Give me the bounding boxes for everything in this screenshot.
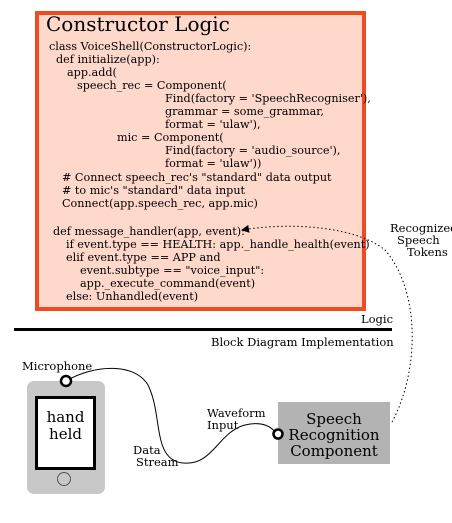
code-line: mic = Component( — [117, 131, 224, 144]
handheld-screen: hand held — [35, 396, 96, 470]
microphone-icon — [59, 374, 73, 388]
constructor-logic-box — [35, 11, 366, 311]
recognized-tokens-label-line3: Tokens — [407, 245, 448, 259]
component-label-line1: Speech — [306, 410, 362, 428]
microphone-label: Microphone — [22, 359, 93, 373]
code-line: app.add( — [67, 66, 117, 79]
home-button-icon — [57, 472, 71, 486]
code-line: format = 'ulaw'), — [165, 118, 261, 131]
section-divider — [14, 328, 392, 331]
code-line: Connect(app.speech_rec, app.mic) — [62, 197, 258, 210]
code-line: # Connect speech_rec's "standard" data o… — [62, 171, 332, 184]
code-line: class VoiceShell(ConstructorLogic): — [49, 40, 252, 53]
component-label-line2: Recognition — [288, 426, 380, 444]
recognized-tokens-label-line2: Speech — [397, 233, 440, 247]
handheld-label-line1: hand — [46, 408, 85, 426]
code-line: Find(factory = 'audio_source'), — [165, 144, 341, 157]
code-line: def message_handler(app, event): — [53, 225, 245, 238]
component-label-line3: Component — [290, 442, 378, 460]
code-line: else: Unhandled(event) — [66, 290, 199, 303]
code-line: format = 'ulaw')) — [165, 157, 262, 170]
recognized-tokens-label-line1: Recognized — [390, 221, 452, 235]
block-diagram-section-label: Block Diagram Implementation — [211, 335, 394, 349]
recognized-tokens-connector — [241, 224, 413, 423]
data-stream-label-line2: Stream — [136, 455, 179, 469]
waveform-input-label-line2: Input — [207, 418, 239, 432]
constructor-logic-title: Constructor Logic — [46, 12, 230, 36]
code-line: elif event.type == APP and — [66, 251, 221, 264]
code-line: if event.type == HEALTH: app._handle_hea… — [66, 238, 370, 251]
code-line: def initialize(app): — [56, 53, 160, 66]
waveform-input-label-line1: Waveform — [207, 406, 266, 420]
code-line: speech_rec = Component( — [77, 79, 227, 92]
data-stream-connector — [65, 367, 278, 464]
code-line: app._execute_command(event) — [80, 277, 256, 290]
code-line: # to mic's "standard" data input — [62, 184, 246, 197]
data-stream-label-line1: Data — [133, 443, 161, 457]
code-line: Find(factory = 'SpeechRecogniser'), — [165, 92, 371, 105]
code-line: grammar = some_grammar, — [165, 105, 324, 118]
handheld-device: hand held — [27, 381, 105, 494]
handheld-label-line2: held — [49, 425, 82, 443]
waveform-input-port-icon — [272, 428, 284, 440]
speech-recognition-component: Speech Recognition Component — [278, 402, 390, 464]
code-line: event.subtype == "voice_input": — [80, 264, 265, 277]
logic-section-label: Logic — [361, 312, 394, 326]
